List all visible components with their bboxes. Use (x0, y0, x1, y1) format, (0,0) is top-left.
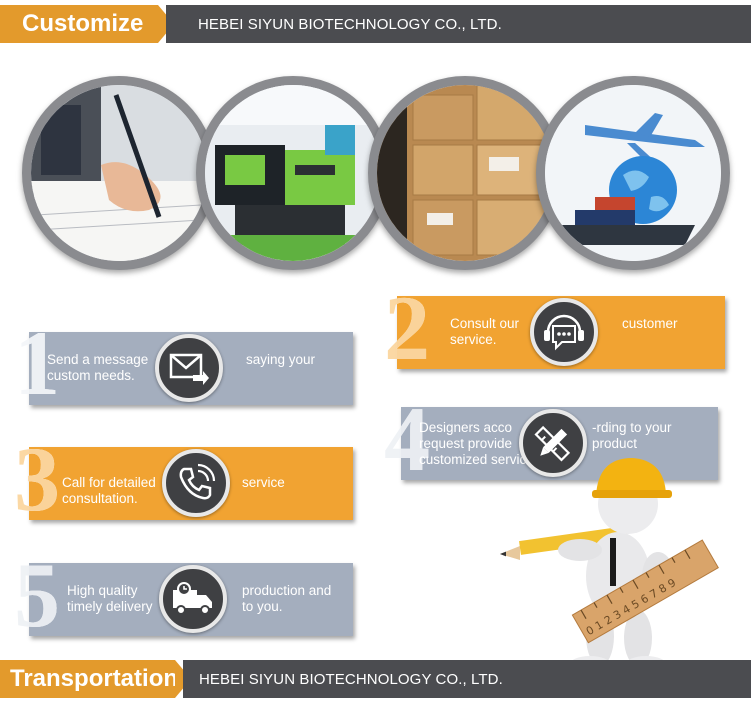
factory-machines-image (205, 85, 381, 261)
footer-title: Transportation (10, 665, 179, 692)
step-5-text-right: production and to you. (242, 583, 332, 614)
footer-company-name: HEBEI SIYUN BIOTECHNOLOGY CO., LTD. (199, 670, 503, 688)
step-3-text-right: service (242, 475, 285, 490)
photo-factory-machines (196, 76, 390, 270)
step-2-number: 2 (384, 277, 430, 379)
footer-company-bar: HEBEI SIYUN BIOTECHNOLOGY CO., LTD. (183, 660, 751, 698)
step-1-number: 1 (14, 312, 60, 414)
step-5-number: 5 (14, 544, 60, 646)
step-2-text-right: customer (622, 316, 678, 331)
step-3-icon-circle (162, 449, 230, 517)
delivery-truck-icon (173, 582, 212, 615)
mail-forward-icon (169, 353, 209, 385)
step-1-text-right: saying your (246, 352, 316, 367)
step-2-icon-circle (530, 298, 598, 366)
footer-title-bar: Transportation (0, 660, 179, 698)
step-4-text-right: -rding to your product (592, 420, 672, 451)
pencil-ruler-icon (534, 425, 571, 462)
step-5-text-left: High quality timely delivery (67, 583, 153, 614)
header-company-bar: HEBEI SIYUN BIOTECHNOLOGY CO., LTD. (166, 5, 751, 43)
step-4-text-left: Designers acco request provide customize… (419, 420, 541, 467)
warehouse-boxes-image (377, 85, 553, 261)
writing-hand-image (31, 85, 207, 261)
step-2-text-left: Consult our service. (450, 316, 520, 347)
photo-transport-globe (536, 76, 730, 270)
step-4-icon-circle (519, 409, 587, 477)
header-company-name: HEBEI SIYUN BIOTECHNOLOGY CO., LTD. (198, 15, 502, 33)
step-1-icon-circle (155, 334, 223, 402)
worker-figure: 0 1 2 3 4 5 6 7 8 9 (500, 458, 719, 672)
photo-warehouse-boxes (368, 76, 562, 270)
transport-globe-image (545, 85, 721, 261)
header-title: Customize (22, 10, 144, 37)
step-4-number: 4 (384, 388, 430, 490)
phone-icon (179, 463, 216, 500)
step-5-icon-circle (159, 565, 227, 633)
header-title-bar: Customize (0, 5, 158, 43)
photo-writing-hand (22, 76, 216, 270)
step-3-text-left: Call for detailed consultation. (62, 475, 156, 506)
step-1-text-left: Send a message custom needs. (47, 352, 149, 383)
step-3-number: 3 (14, 428, 60, 530)
chat-headset-icon (544, 314, 584, 351)
